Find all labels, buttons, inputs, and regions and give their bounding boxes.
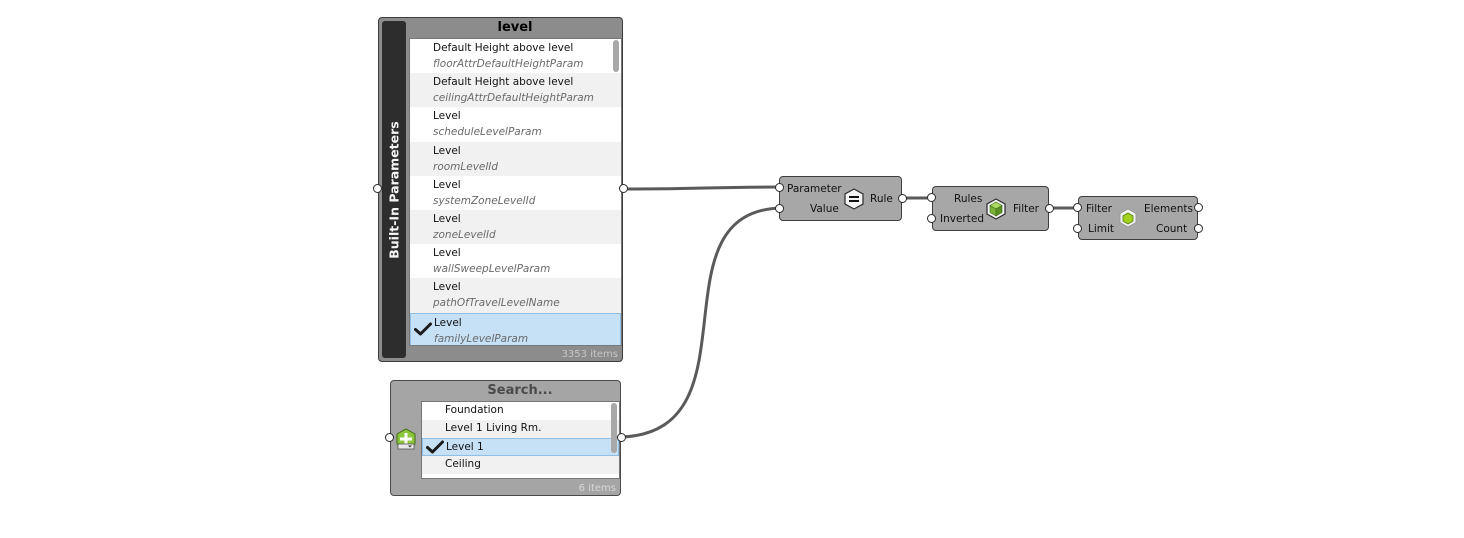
parameter-list-item[interactable]: Level zoneLevelId: [410, 209, 621, 245]
element-picker-icon: [396, 428, 416, 450]
element-collector-component[interactable]: Filter Limit Elements Count: [1078, 196, 1198, 240]
parameter-name: Level: [434, 316, 462, 329]
parameter-name: Level: [433, 212, 461, 225]
parameter-list-scrollbar[interactable]: [613, 40, 619, 72]
parameter-name: Level: [433, 247, 461, 260]
value-name: Level 1: [446, 441, 484, 453]
value-list-item[interactable]: Foundation: [422, 402, 619, 420]
filter-rules-input-grip[interactable]: [927, 193, 936, 202]
value-picker-input-grip[interactable]: [385, 433, 394, 442]
collector-input-filter: Filter: [1086, 203, 1113, 215]
filter-component[interactable]: Rules Inverted Filter: [932, 186, 1049, 231]
filter-input-rules: Rules: [954, 193, 983, 205]
parameter-list-item[interactable]: Level pathOfTravelLevelName: [410, 278, 621, 313]
parameter-list-item[interactable]: Level scheduleLevelParam: [410, 107, 621, 141]
filter-input-inverted: Inverted: [940, 213, 984, 225]
parameter-name: Default Height above level: [433, 76, 574, 89]
value-name: Foundation: [445, 404, 504, 416]
value-list-item[interactable]: Level 1: [422, 438, 619, 456]
collector-input-limit: Limit: [1088, 223, 1115, 235]
parameter-list-item[interactable]: Level systemZoneLevelId: [410, 176, 621, 210]
rule-output-grip[interactable]: [898, 194, 907, 203]
builtin-parameters-sidebar: Built-In Parameters: [382, 21, 406, 358]
parameter-api-name: systemZoneLevelId: [433, 194, 536, 207]
parameter-list[interactable]: Default Height above level floorAttrDefau…: [409, 38, 622, 346]
parameter-api-name: scheduleLevelParam: [433, 126, 542, 139]
parameter-list-item[interactable]: Level roomLevelId: [410, 141, 621, 176]
rule-parameter-input-grip[interactable]: [775, 183, 784, 192]
builtin-picker-output-grip[interactable]: [619, 184, 628, 193]
collector-elements-output-grip[interactable]: [1194, 203, 1203, 212]
rule-value-input-grip[interactable]: [775, 204, 784, 213]
collector-filter-input-grip[interactable]: [1073, 203, 1082, 212]
parameter-api-name: familyLevelParam: [434, 332, 529, 345]
parameter-api-name: floorAttrDefaultHeightParam: [433, 58, 584, 70]
filter-output-filter: Filter: [1013, 203, 1040, 215]
builtin-parameters-label: Built-In Parameters: [386, 120, 402, 259]
wire-builtin-to-parameter: [624, 185, 785, 191]
value-search-title[interactable]: Search...: [487, 383, 553, 398]
parameter-api-name: zoneLevelId: [433, 228, 496, 241]
collector-output-count: Count: [1156, 223, 1188, 235]
parameter-name: Level: [433, 281, 461, 294]
picker-search-title[interactable]: level: [497, 20, 533, 35]
value-name: Level 1 Living Rm.: [445, 422, 542, 434]
collector-output-elements: Elements: [1144, 203, 1193, 215]
parameter-list-item[interactable]: Default Height above level ceilingAttrDef…: [410, 73, 621, 108]
parameter-name: Level: [433, 178, 461, 191]
parameter-name: Default Height above level: [433, 42, 574, 54]
checkmark-icon: [414, 322, 432, 336]
rule-input-parameter: Parameter: [787, 183, 842, 195]
green-hexagon-icon: [1119, 208, 1137, 228]
parameter-list-item[interactable]: Default Height above level floorAttrDefau…: [410, 39, 621, 73]
value-list-item[interactable]: Ceiling: [422, 456, 619, 474]
parameter-api-name: wallSweepLevelParam: [433, 263, 551, 276]
rule-output-rule: Rule: [870, 193, 893, 205]
collector-count-output-grip[interactable]: [1194, 224, 1203, 233]
parameter-api-name: roomLevelId: [433, 160, 499, 173]
builtin-picker-input-grip[interactable]: [373, 184, 382, 193]
value-picker-output-grip[interactable]: [617, 433, 626, 442]
parameter-api-name: pathOfTravelLevelName: [433, 297, 560, 310]
value-list-scrollbar[interactable]: [611, 403, 617, 453]
rule-input-value: Value: [810, 203, 839, 215]
filter-output-grip[interactable]: [1045, 204, 1054, 213]
value-item-count: 6 items: [578, 483, 616, 494]
parameter-list-item[interactable]: Level familyLevelParam: [410, 312, 621, 345]
value-name: Ceiling: [445, 458, 481, 470]
parameter-api-name: ceilingAttrDefaultHeightParam: [433, 92, 594, 105]
equals-icon: [844, 188, 864, 210]
checkmark-icon: [426, 440, 444, 454]
parameter-rule-component[interactable]: Parameter Value Rule: [779, 176, 902, 221]
filter-inverted-input-grip[interactable]: [927, 214, 936, 223]
parameter-name: Level: [433, 110, 461, 123]
parameter-item-count: 3353 items: [561, 349, 618, 360]
green-cube-icon: [986, 198, 1006, 220]
parameter-list-item[interactable]: Level wallSweepLevelParam: [410, 244, 621, 278]
parameter-name: Level: [433, 144, 461, 157]
builtin-parameters-picker[interactable]: Built-In Parameters level Default Height…: [378, 17, 623, 362]
value-list-item[interactable]: Level 1 Living Rm.: [422, 420, 619, 438]
wire-value-to-rule-value: [621, 206, 785, 439]
collector-limit-input-grip[interactable]: [1073, 224, 1082, 233]
